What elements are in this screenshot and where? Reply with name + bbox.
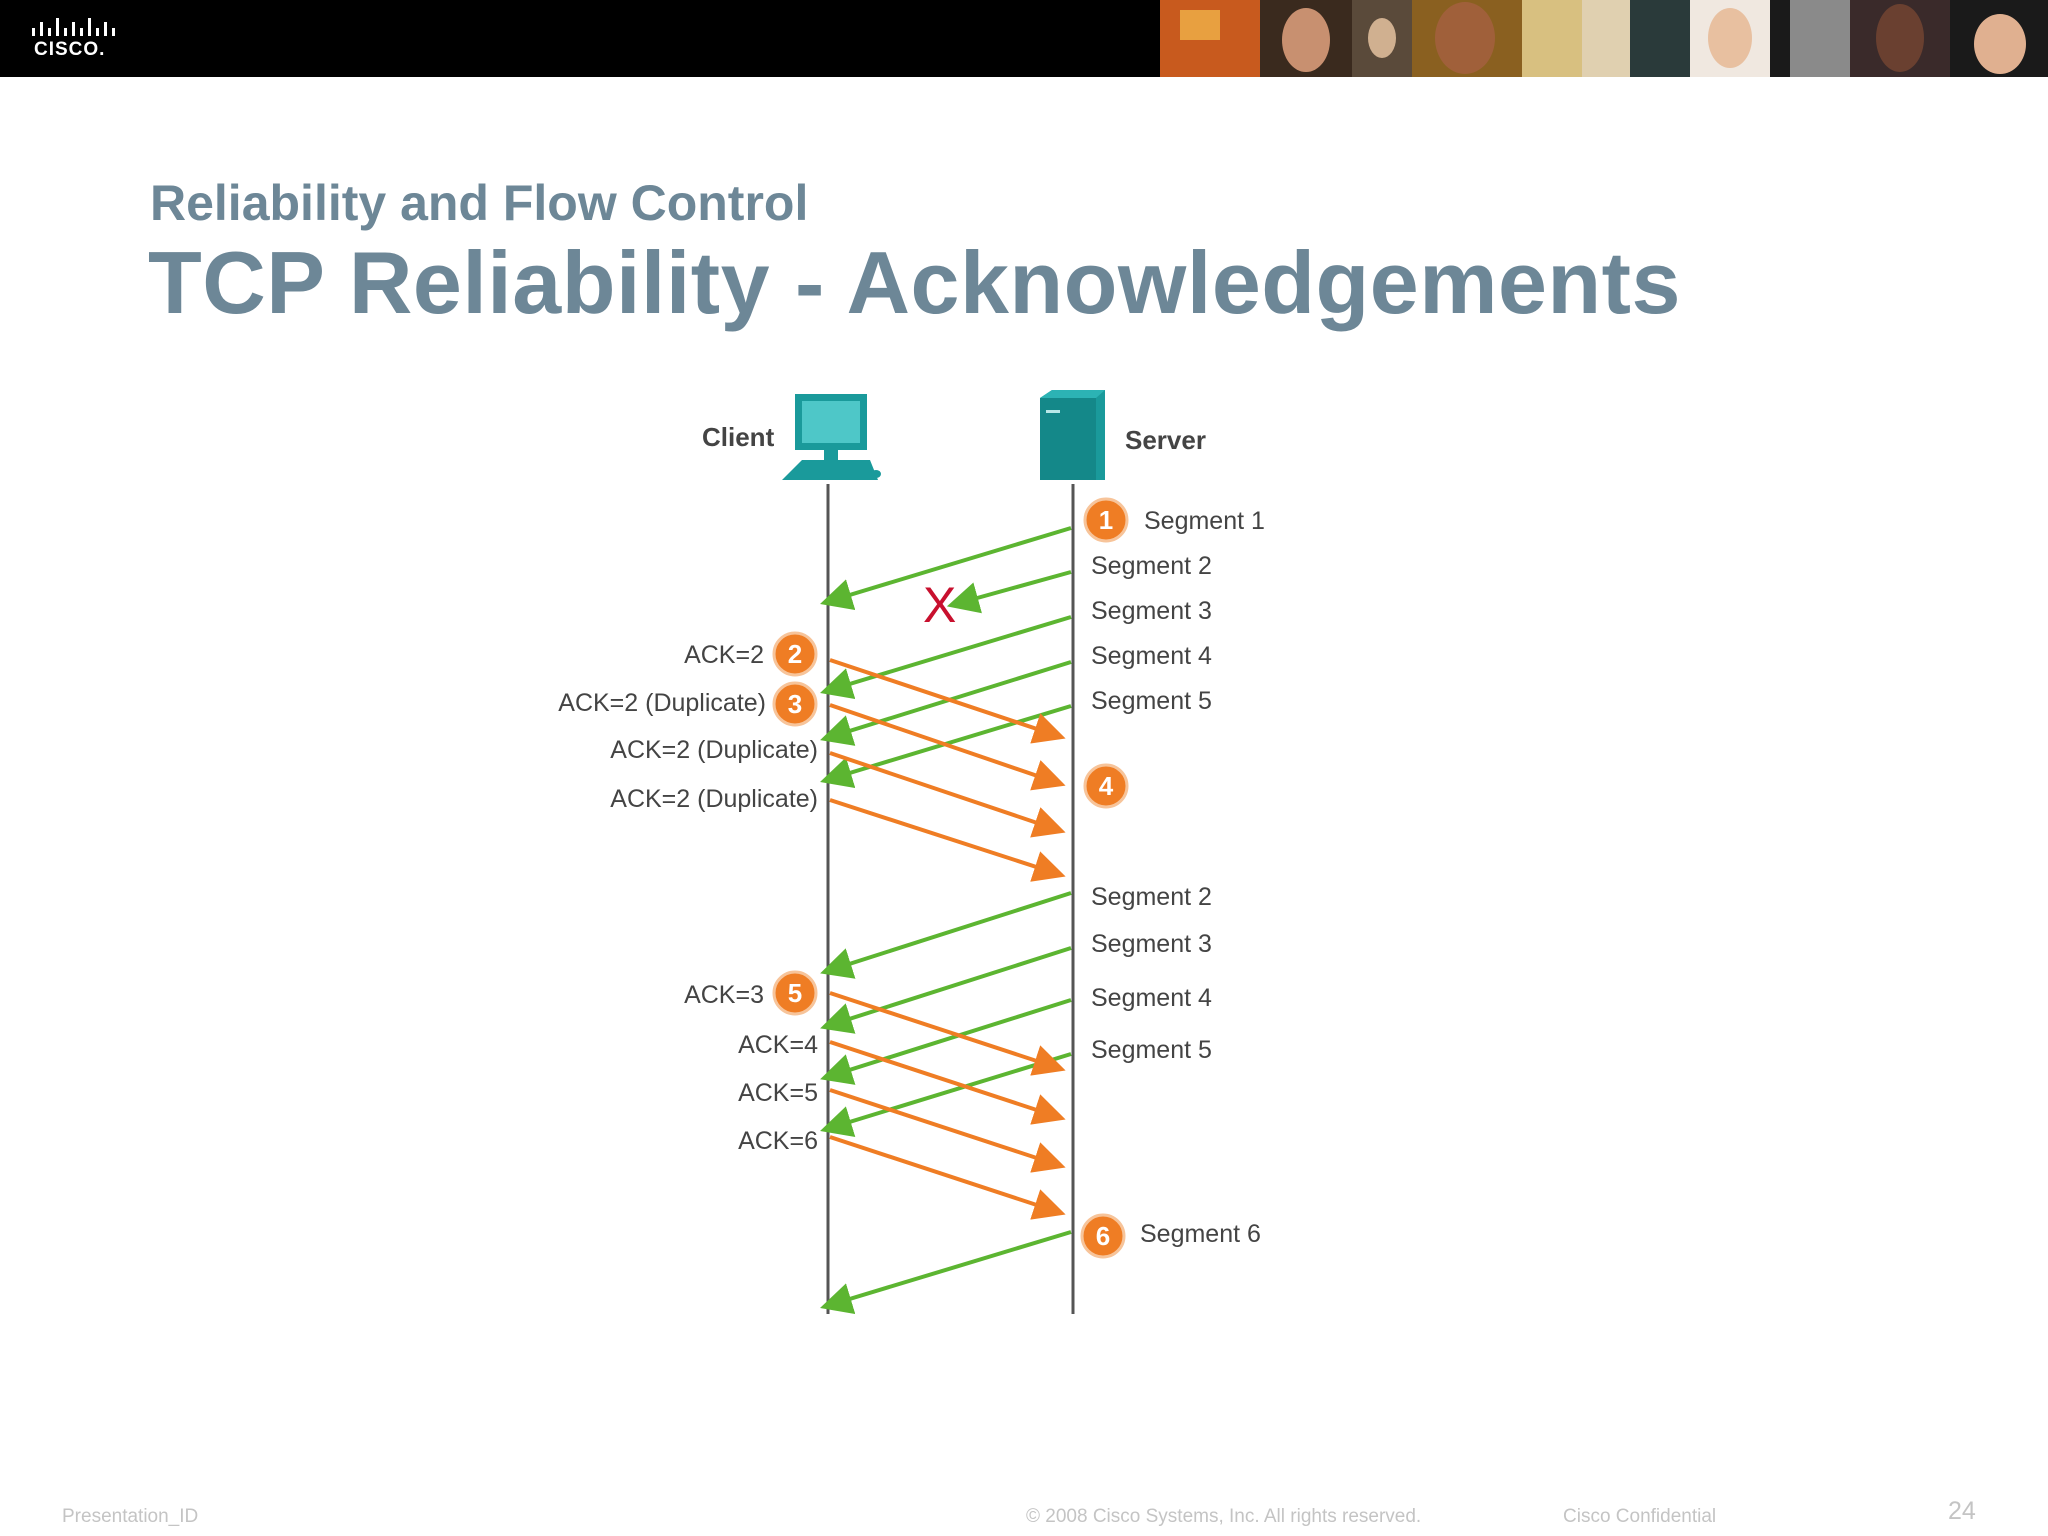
label-ack-2: ACK=2 <box>684 641 764 669</box>
svg-text:4: 4 <box>1099 771 1114 801</box>
svg-text:1: 1 <box>1099 505 1113 535</box>
footer-presentation-id: Presentation_ID <box>62 1506 199 1527</box>
svg-text:6: 6 <box>1096 1221 1110 1251</box>
step-badge-1: 1 <box>1083 497 1129 543</box>
step-badge-2: 2 <box>772 631 818 677</box>
svg-text:2: 2 <box>788 639 802 669</box>
page-number: 24 <box>1948 1497 1976 1525</box>
ack-3-arrow <box>829 991 1066 1076</box>
segment-1-arrow <box>820 526 1072 610</box>
label-ack-2-dup-1: ACK=2 (Duplicate) <box>558 689 766 717</box>
segment-2-lost-arrow <box>946 570 1072 614</box>
tcp-ack-diagram: Client Server X <box>558 390 1265 1314</box>
segment-arrows <box>820 526 1072 1314</box>
packet-loss-mark: X <box>923 577 956 633</box>
label-ack-4: ACK=4 <box>738 1031 818 1059</box>
header-photo-strip <box>1160 0 2048 77</box>
logo-wordmark: CISCO. <box>34 39 106 60</box>
step-badge-4: 4 <box>1083 763 1129 809</box>
ack-2-dup-3-arrow <box>829 798 1066 882</box>
segment-5-arrow <box>820 704 1072 788</box>
cisco-logo-icon <box>32 18 115 36</box>
ack-2-dup-1-arrow <box>829 703 1066 791</box>
server-icon <box>1040 390 1105 480</box>
segment-3-arrow <box>820 615 1072 699</box>
label-segment-5: Segment 5 <box>1091 687 1212 715</box>
label-segment-2: Segment 2 <box>1091 552 1212 580</box>
segment-6-arrow <box>820 1230 1072 1314</box>
step-badge-6: 6 <box>1080 1213 1126 1259</box>
label-segment-4-retransmit: Segment 4 <box>1091 984 1212 1012</box>
label-segment-5-retransmit: Segment 5 <box>1091 1036 1212 1064</box>
label-segment-3-retransmit: Segment 3 <box>1091 930 1212 958</box>
label-segment-2-retransmit: Segment 2 <box>1091 883 1212 911</box>
ack-2-dup-2-arrow <box>829 751 1066 838</box>
step-badge-5: 5 <box>772 970 818 1016</box>
label-segment-4: Segment 4 <box>1091 642 1212 670</box>
ack-arrows <box>829 658 1066 1220</box>
slide-title: TCP Reliability - Acknowledgements <box>148 233 1681 332</box>
slide-subtitle: Reliability and Flow Control <box>150 175 809 231</box>
segment-5-retransmit-arrow <box>820 1052 1072 1137</box>
label-ack-6: ACK=6 <box>738 1127 818 1155</box>
ack-6-arrow <box>829 1135 1066 1220</box>
client-computer-icon <box>782 394 881 480</box>
step-badge-3: 3 <box>772 681 818 727</box>
svg-text:5: 5 <box>788 978 802 1008</box>
label-ack-2-dup-2: ACK=2 (Duplicate) <box>610 736 818 764</box>
footer-confidential: Cisco Confidential <box>1563 1506 1717 1527</box>
ack-5-arrow <box>829 1088 1066 1173</box>
client-label: Client <box>702 422 775 452</box>
header-bar: CISCO. <box>0 0 2048 77</box>
svg-text:3: 3 <box>788 689 802 719</box>
segment-2-retransmit-arrow <box>820 891 1072 979</box>
label-segment-6: Segment 6 <box>1140 1220 1261 1248</box>
label-ack-2-dup-3: ACK=2 (Duplicate) <box>610 785 818 813</box>
label-ack-3: ACK=3 <box>684 981 764 1009</box>
ack-2-arrow <box>829 658 1066 744</box>
label-segment-1: Segment 1 <box>1144 507 1265 535</box>
ack-4-arrow <box>829 1040 1066 1125</box>
footer-copyright: © 2008 Cisco Systems, Inc. All rights re… <box>1026 1506 1422 1527</box>
label-segment-3: Segment 3 <box>1091 597 1212 625</box>
server-label: Server <box>1125 425 1206 455</box>
label-ack-5: ACK=5 <box>738 1079 818 1107</box>
